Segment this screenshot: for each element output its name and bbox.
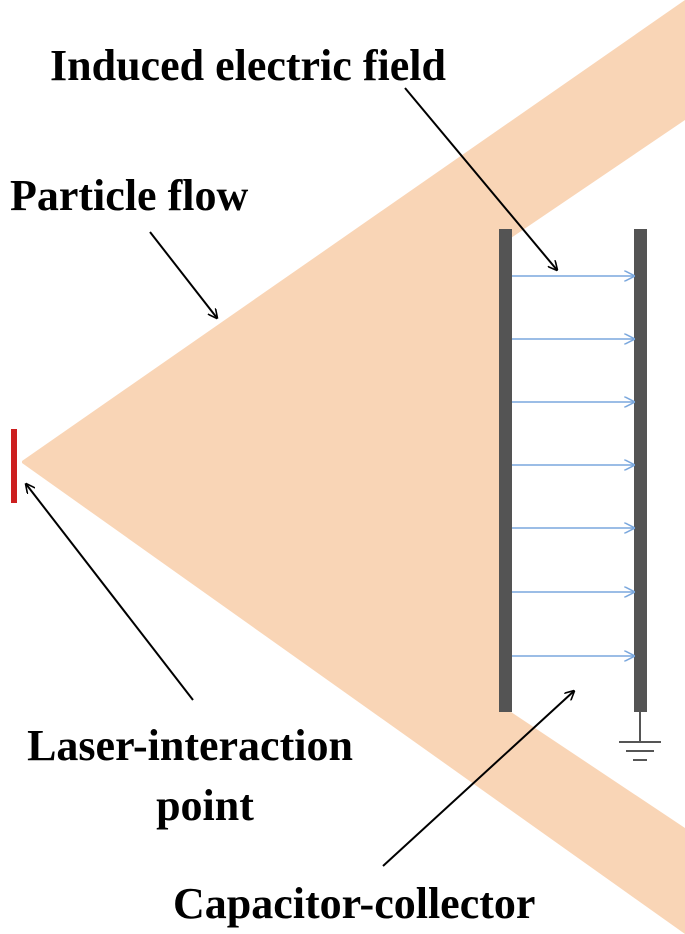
label-laser-interaction-line2: point (156, 781, 254, 830)
pointer-arrow-laser-point (26, 484, 194, 701)
particle-flow-cone (22, 0, 685, 934)
laser-interaction-point-marker (11, 429, 17, 503)
ground-icon (619, 712, 661, 761)
pointer-arrow-particle-flow (149, 231, 217, 318)
pointer-arrow-induced-field (404, 87, 557, 270)
label-capacitor-collector: Capacitor-collector (173, 879, 535, 928)
capacitor-plate-right (634, 229, 647, 712)
capacitor-plate-left (499, 229, 512, 712)
label-particle-flow: Particle flow (10, 171, 248, 220)
label-induced-electric-field: Induced electric field (50, 41, 446, 90)
field-arrows (512, 276, 634, 656)
pointer-arrow-capacitor (382, 691, 574, 867)
label-laser-interaction-line1: Laser-interaction (27, 721, 353, 770)
